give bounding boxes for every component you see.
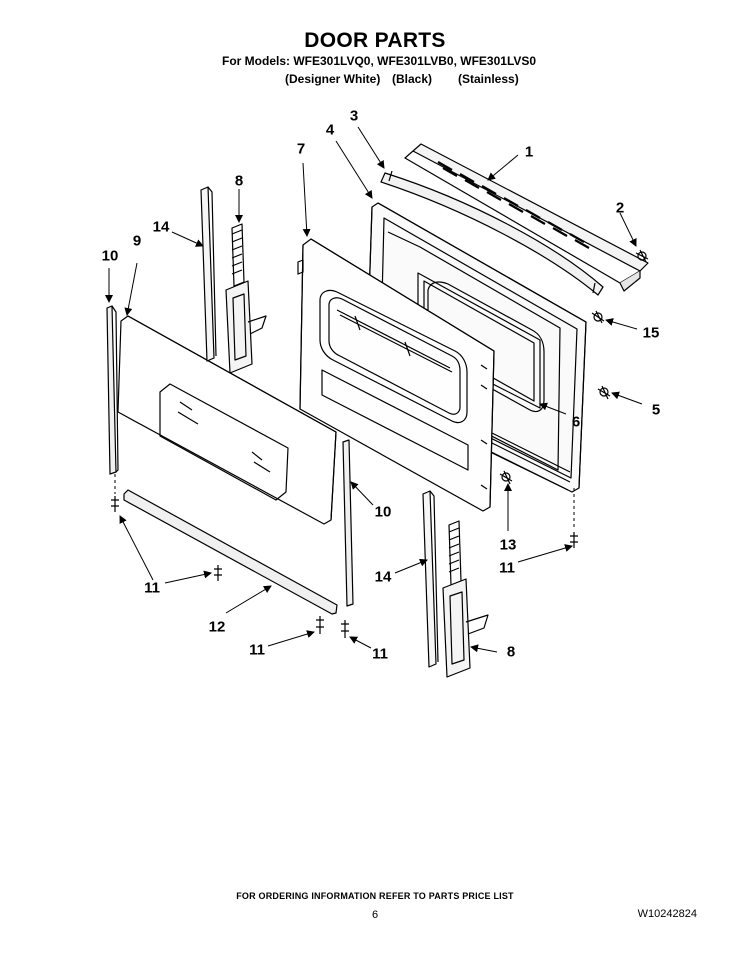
part-door-trim	[404, 143, 649, 292]
callout-13: 13	[499, 536, 517, 554]
screw-15	[591, 310, 605, 324]
leader-10b	[350, 481, 374, 506]
leader-14a	[171, 231, 204, 247]
leader-3	[357, 126, 385, 169]
callout-11-left: 11	[144, 579, 160, 597]
ordering-note: FOR ORDERING INFORMATION REFER TO PARTS …	[236, 891, 514, 901]
leader-4	[335, 140, 373, 199]
leader-5	[611, 391, 643, 405]
page-number: 6	[371, 909, 379, 921]
callout-8-lower: 8	[506, 643, 516, 661]
part-side-trim-right	[342, 439, 354, 607]
part-door-hinge-upper	[225, 223, 267, 374]
callout-11-bottom-right: 11	[372, 645, 388, 663]
callout-14-upper: 14	[152, 218, 170, 236]
leader-15	[605, 318, 638, 330]
variant-black: (Black)	[392, 72, 433, 86]
page-title: DOOR PARTS	[304, 29, 446, 52]
screw-5	[597, 385, 611, 400]
leader-7	[302, 162, 311, 237]
callout-7: 7	[296, 140, 306, 158]
models-line: For Models: WFE301LVQ0, WFE301LVB0, WFE3…	[222, 54, 537, 68]
leader-11c	[267, 630, 315, 647]
leader-14b	[394, 558, 428, 574]
callout-5: 5	[651, 401, 661, 419]
part-door-hinge-lower	[442, 520, 489, 678]
part-door-handle	[380, 170, 604, 296]
part-door-glass	[117, 315, 337, 525]
part-bottom-trim	[123, 489, 338, 615]
leader-11d	[349, 636, 372, 649]
callout-12: 12	[208, 618, 226, 636]
leader-1	[487, 154, 519, 181]
callout-10-right: 10	[374, 503, 392, 521]
part-side-trim-left	[106, 305, 119, 475]
callout-11-bottom-left: 11	[249, 641, 265, 659]
callout-11-right: 11	[499, 559, 515, 577]
document-id: W10242824	[637, 908, 697, 920]
screw-11-bottom-left	[316, 616, 324, 634]
variant-designer-white: (Designer White)	[285, 72, 381, 86]
callout-9: 9	[132, 232, 142, 250]
leader-12	[225, 585, 272, 614]
callout-15: 15	[642, 324, 660, 342]
leader-8b	[470, 644, 498, 653]
screw-11-right	[570, 532, 578, 548]
leader-6	[539, 402, 567, 415]
callout-14-lower: 14	[374, 568, 392, 586]
leader-11e	[517, 544, 573, 563]
leader-11b	[164, 570, 212, 584]
callout-2: 2	[615, 199, 625, 217]
screw-11-left	[111, 496, 119, 512]
callout-3: 3	[349, 107, 359, 125]
leader-11a	[119, 515, 154, 581]
part-hinge-receiver-upper	[200, 186, 217, 362]
screw-11-mid	[214, 565, 222, 581]
part-inner-door-liner	[297, 238, 495, 512]
callout-10-left: 10	[101, 247, 119, 265]
callout-4: 4	[325, 121, 335, 139]
leader-2	[619, 212, 637, 247]
callout-8-upper: 8	[234, 172, 244, 190]
callout-6: 6	[571, 413, 581, 431]
leader-9	[124, 262, 138, 316]
part-screw-2	[635, 249, 649, 263]
variant-stainless: (Stainless)	[458, 72, 519, 86]
screw-13	[499, 470, 513, 485]
screw-11-bottom-right	[341, 620, 349, 638]
part-hinge-receiver-lower	[422, 490, 439, 668]
callout-1: 1	[524, 143, 534, 161]
